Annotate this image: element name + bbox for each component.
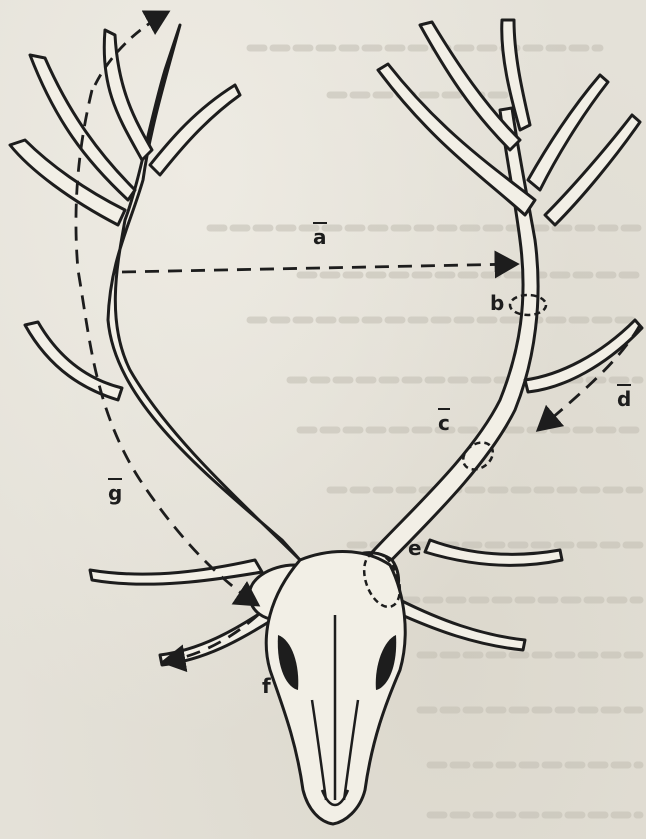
label-c: c xyxy=(438,408,450,433)
label-f: f xyxy=(262,676,271,696)
measure-a-inside-spread xyxy=(122,264,517,272)
label-e: e xyxy=(408,538,422,558)
left-antler-beam xyxy=(108,25,300,560)
bleed-through-text xyxy=(210,48,640,815)
left-antler-top-tine xyxy=(104,30,152,160)
label-g: g xyxy=(108,478,122,503)
left-antler-trez-tine xyxy=(25,322,122,400)
right-antler-beam xyxy=(365,108,538,572)
label-b: b xyxy=(490,293,504,313)
right-antler-brow-tine xyxy=(395,600,525,650)
label-d: d xyxy=(617,384,631,409)
left-antler-bez-tine xyxy=(90,560,262,584)
label-a: a xyxy=(313,222,327,247)
left-antler-crown-tine-b xyxy=(10,140,125,225)
left-antler-crown-tine-c xyxy=(150,85,240,175)
